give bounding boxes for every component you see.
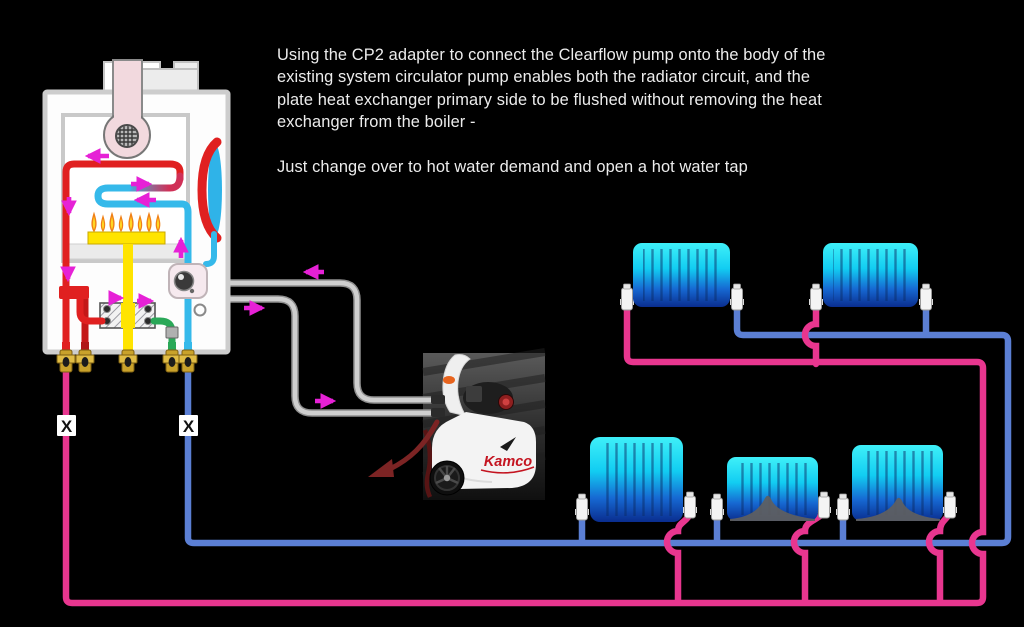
radiators (590, 243, 943, 522)
pipe-coupling (165, 326, 179, 339)
isolation-valve-flow: X (57, 415, 76, 436)
radiator-valve (682, 491, 698, 519)
sludge-deposit (856, 497, 940, 521)
pressure-gauge (193, 303, 207, 317)
radiator-bottom-middle (727, 457, 818, 521)
brass-valve (162, 349, 182, 373)
radiator-valve (619, 283, 635, 311)
diverter-valve (59, 286, 89, 299)
flow-branch (663, 506, 694, 605)
flow-pipe-main (62, 296, 987, 607)
radiator-top-right (823, 243, 918, 307)
hose-to-machine (200, 280, 438, 403)
annotation-line: plate heat exchanger primary side to be … (277, 90, 822, 109)
flow-branch (790, 504, 828, 605)
radiator-bottom-right (852, 445, 943, 521)
annotation-line: Using the CP2 adapter to connect the Cle… (277, 46, 826, 64)
boiler (42, 59, 231, 373)
flow-branch (925, 504, 954, 605)
valve-x-symbol: X (61, 417, 73, 436)
drain-arrow (368, 419, 440, 477)
radiator-valve (808, 283, 824, 311)
sludge-deposit (730, 495, 815, 521)
circulator-pump (168, 263, 208, 299)
burner (87, 231, 166, 245)
brass-valve (118, 349, 138, 373)
radiator-valve (816, 491, 832, 519)
isolation-valve-return: X (179, 415, 198, 436)
radiator-valve (729, 283, 745, 311)
machine-knob (443, 376, 455, 384)
annotation-line: Just change over to hot water demand and… (277, 157, 748, 176)
red-elbow (76, 295, 106, 325)
radiator-valve (574, 493, 590, 521)
radiator-valve (918, 283, 934, 311)
annotation-text: Using the CP2 adapter to connect the Cle… (277, 44, 917, 178)
brass-valve (75, 349, 95, 373)
machine-wheel (429, 460, 465, 496)
gas-pipe (123, 244, 133, 350)
annotation-line: exchanger from the boiler - (277, 113, 476, 132)
radiator-valve (942, 491, 958, 519)
radiator-bottom-left (590, 437, 683, 522)
logo-swoosh (500, 437, 516, 451)
valve-x-symbol: X (183, 417, 195, 436)
logo-underline (480, 466, 535, 474)
cp2-hoses (200, 279, 445, 417)
return-pipe-main (184, 296, 1012, 547)
brass-valve (56, 349, 76, 373)
brass-valve (178, 349, 198, 373)
expansion-vessel (197, 137, 222, 243)
kamco-logo: Kamco (484, 454, 532, 470)
flush-pump-photo: Kamco (422, 348, 546, 500)
flush-hose-photo (422, 429, 433, 498)
boiler-connections (56, 342, 198, 373)
hose-connector (431, 408, 445, 417)
hose-connector (431, 395, 445, 404)
radiator-top-left (633, 243, 730, 307)
machine-handle (442, 354, 471, 417)
annotation-line: existing system circulator pump enables … (277, 68, 811, 87)
radiator-valve (709, 493, 725, 521)
flow-arrows (60, 148, 337, 409)
hose-from-machine (200, 296, 438, 416)
radiator-valve (835, 493, 851, 521)
flow-branch (801, 296, 820, 368)
